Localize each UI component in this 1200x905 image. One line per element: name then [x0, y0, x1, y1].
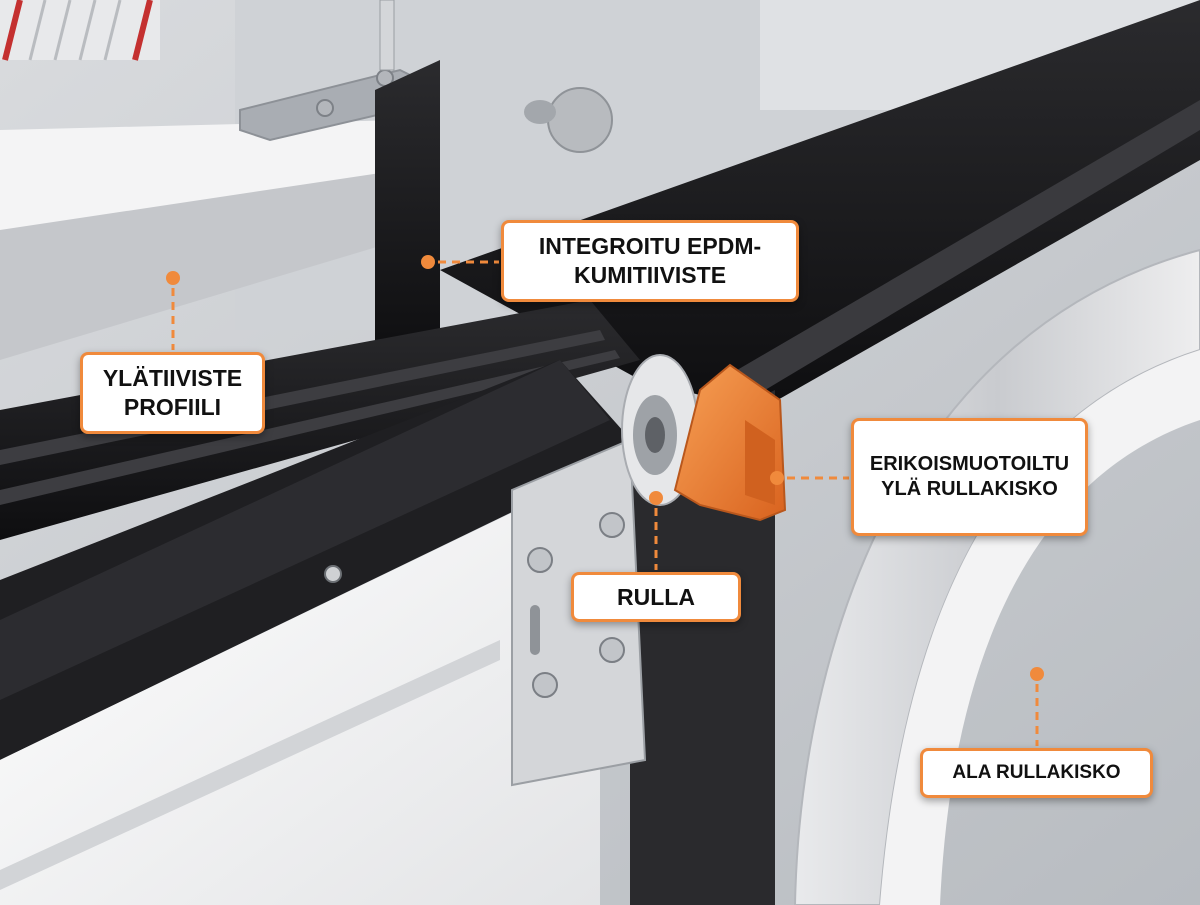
leader-integroitu [421, 255, 499, 269]
callout-top-seal-profile: YLÄTIIVISTE PROFIILI [80, 352, 265, 434]
vertical-post [630, 390, 775, 905]
callout-integrated-epdm-seal: INTEGROITU EPDM- KUMITIIVISTE [501, 220, 799, 302]
panel-screw [324, 565, 342, 583]
top-seal-profile-lines [0, 350, 620, 505]
panel-top-face [0, 360, 610, 700]
wall-knob [547, 87, 613, 153]
leader-erikois [770, 471, 849, 485]
leader-rulla [649, 491, 663, 570]
hinge-bolt [599, 637, 625, 663]
callout-line: KUMITIIVISTE [573, 262, 727, 288]
upper-black-rail [440, 0, 1200, 410]
spring-roll [0, 0, 160, 61]
upper-rail-groove [720, 100, 1200, 405]
door-panel [0, 470, 600, 905]
callout-line: YLÄTIIVISTE [102, 365, 243, 392]
wall-knob-hole [524, 100, 556, 124]
callout-line: YLÄ RULLAKISKO [881, 478, 1058, 500]
hinge-bolt [599, 512, 625, 538]
door-panel-groove [0, 640, 500, 890]
leader-ylatiiviste [166, 271, 180, 350]
callout-roller: RULLA [571, 572, 741, 622]
callout-line: PROFIILI [123, 394, 222, 420]
callout-line: RULLA [617, 583, 695, 610]
callout-line: ALA RULLAKISKO [952, 762, 1121, 784]
leader-ala [1030, 667, 1044, 746]
hinge-bolt [532, 672, 558, 698]
roller-wheel [621, 354, 699, 506]
callout-line: ERIKOISMUOTOILTU [869, 453, 1070, 475]
header-profile-shade [0, 170, 400, 360]
orange-bracket-face [745, 420, 775, 505]
hinge-bolt [527, 547, 553, 573]
callout-line: INTEGROITU EPDM- [538, 233, 762, 260]
hinge-slot [530, 605, 540, 655]
callout-special-upper-rail: ERIKOISMUOTOILTU YLÄ RULLAKISKO [851, 418, 1088, 536]
vertical-epdm-seal [375, 60, 440, 360]
threaded-rod [379, 0, 395, 71]
bracket-bolt [316, 99, 334, 117]
callout-lower-rail: ALA RULLAKISKO [920, 748, 1153, 798]
